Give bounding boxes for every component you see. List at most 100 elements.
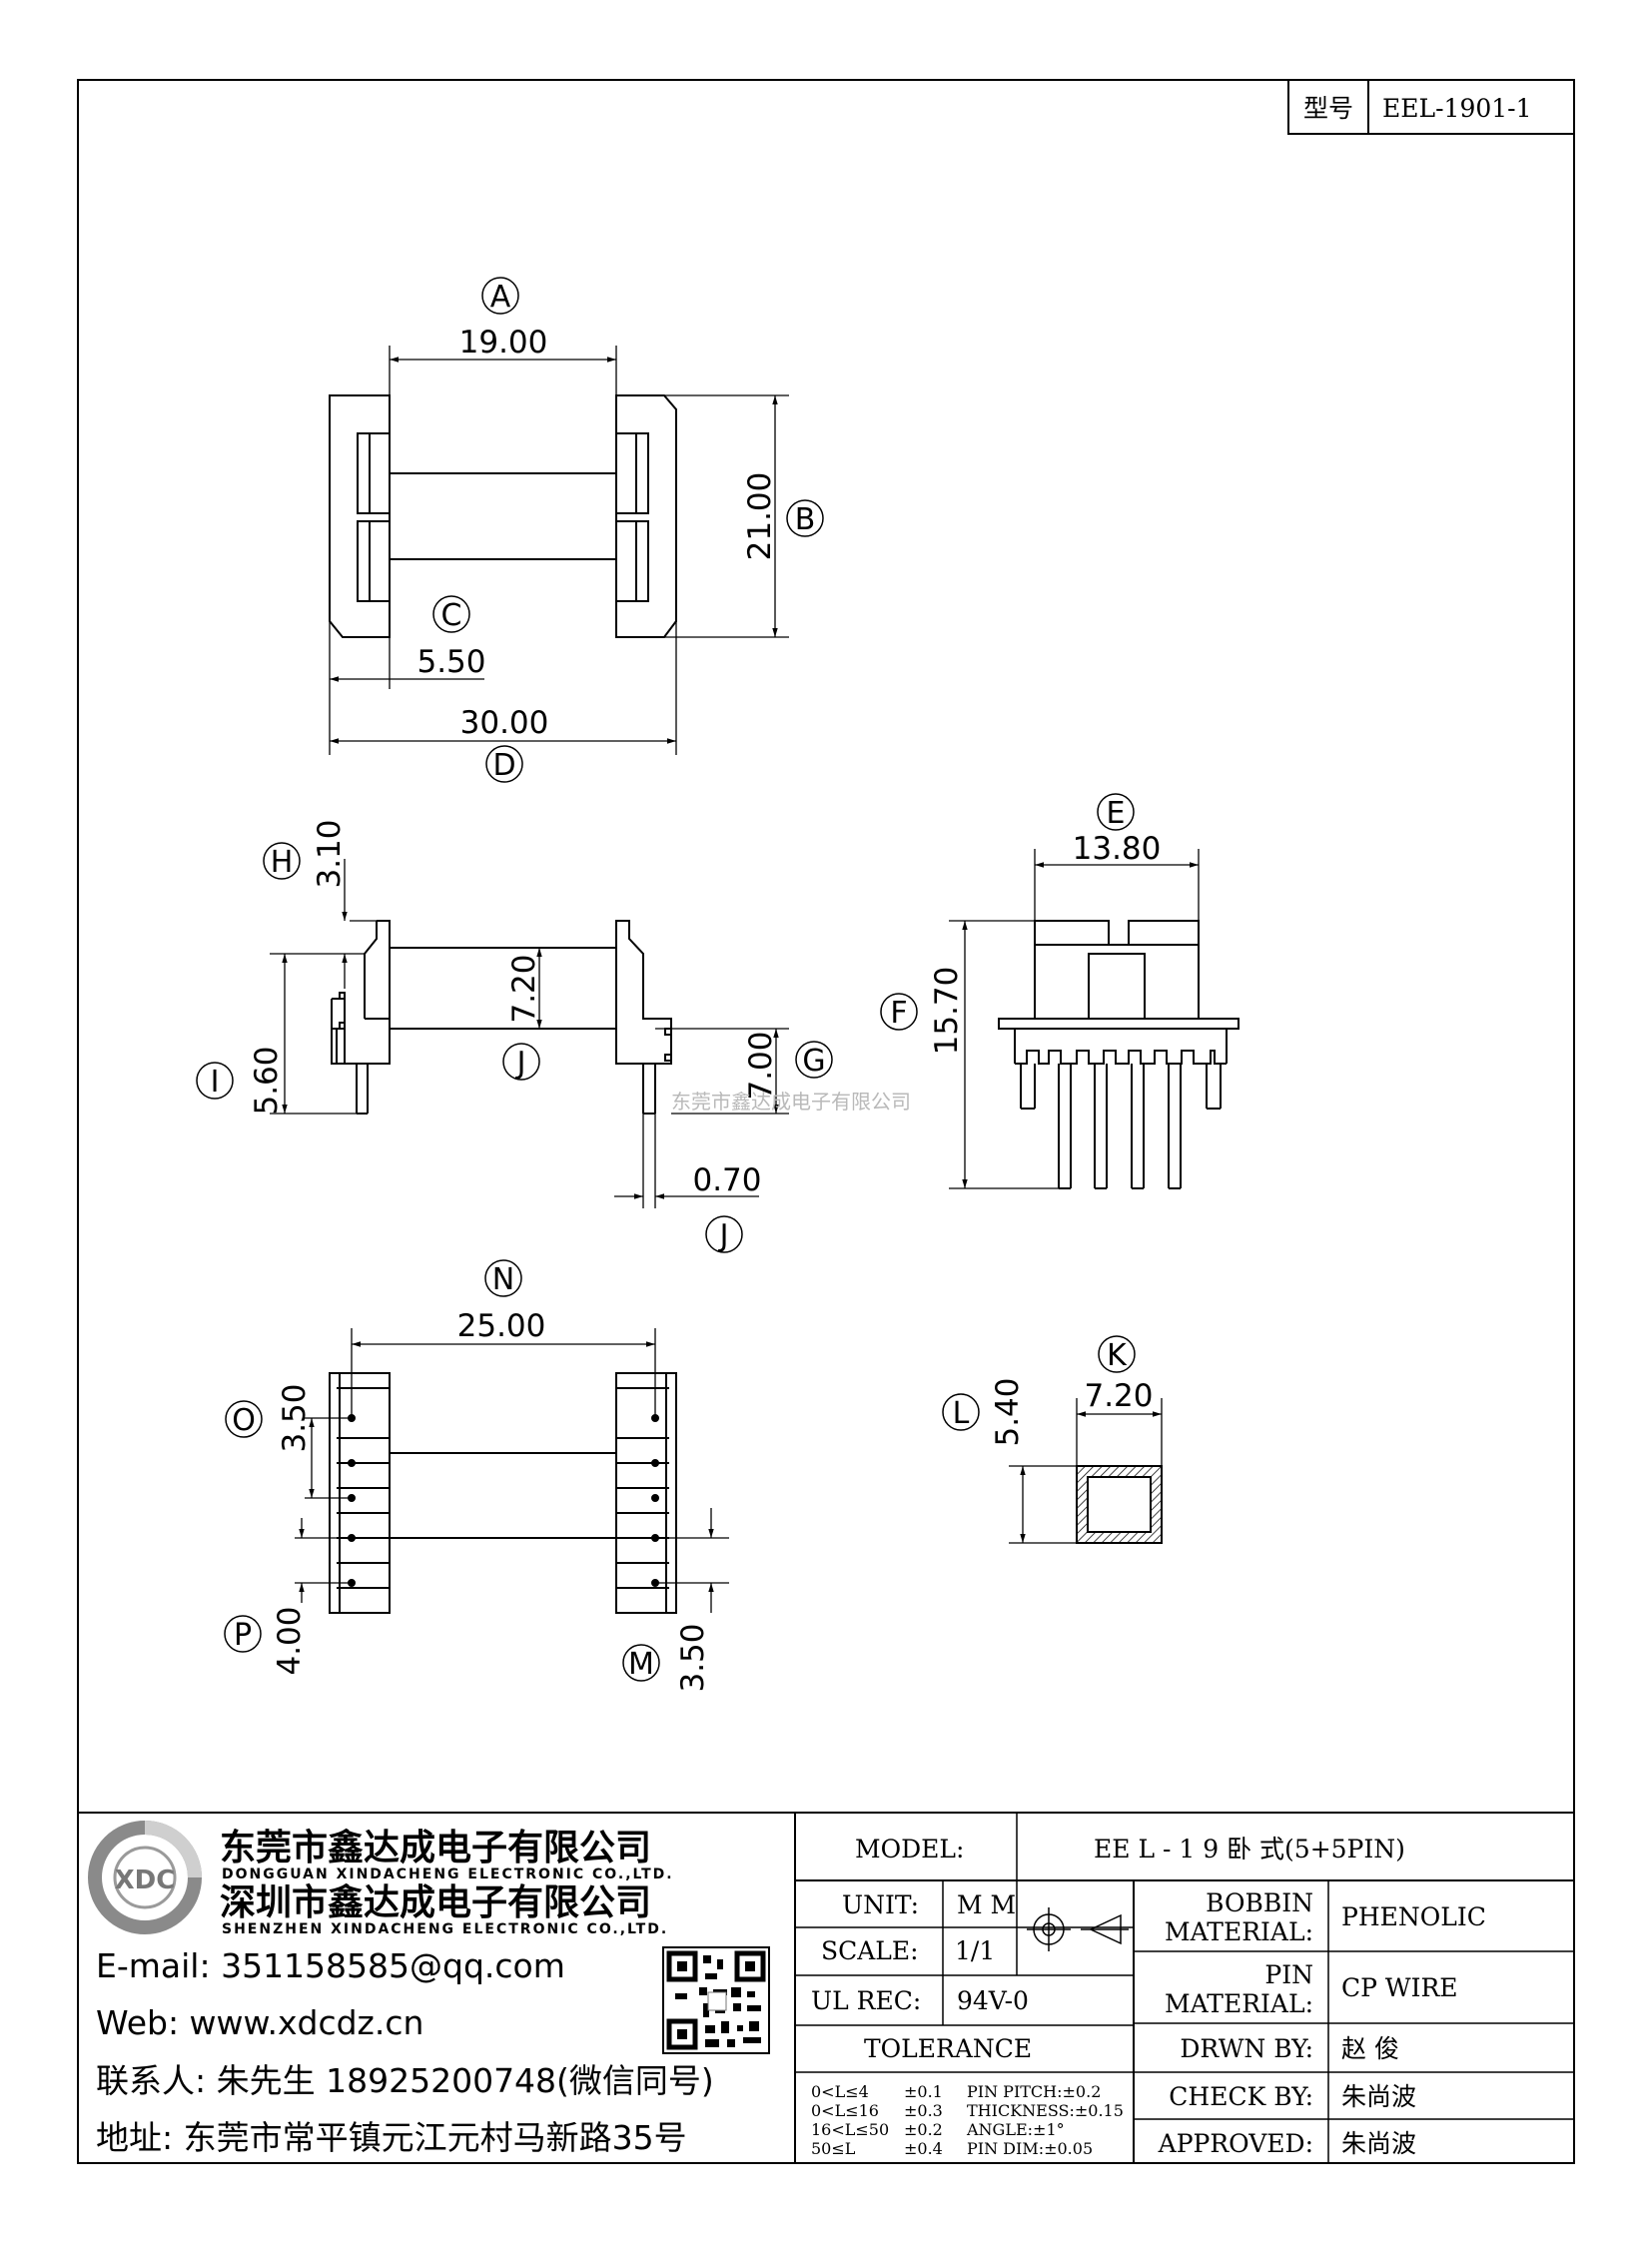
- dim-O: O 3.50: [225, 1383, 313, 1453]
- svg-text:M: M: [628, 1647, 654, 1682]
- bottom-view: [295, 1328, 729, 1614]
- svg-text:0.70: 0.70: [692, 1162, 761, 1198]
- dim-D: D 30.00: [460, 705, 549, 783]
- ulrec-label: UL REC:: [811, 1986, 921, 2015]
- svg-text:PIN PITCH:±0.2: PIN PITCH:±0.2: [967, 2082, 1101, 2101]
- svg-text:XDC: XDC: [115, 1866, 176, 1895]
- svg-text:25.00: 25.00: [457, 1308, 546, 1344]
- title-block: [78, 1812, 1574, 2163]
- svg-text:ANGLE:±1°: ANGLE:±1°: [966, 2120, 1065, 2139]
- qr-code: [662, 1946, 770, 2054]
- svg-text:±0.2: ±0.2: [904, 2120, 943, 2139]
- svg-text:D: D: [492, 748, 515, 783]
- svg-text:B: B: [795, 502, 816, 537]
- svg-text:J: J: [515, 1046, 526, 1081]
- svg-text:7.20: 7.20: [506, 954, 542, 1023]
- svg-text:PIN DIM:±0.05: PIN DIM:±0.05: [967, 2139, 1093, 2158]
- svg-text:19.00: 19.00: [459, 325, 548, 361]
- dim-B: B 21.00: [742, 472, 824, 561]
- svg-text:21.00: 21.00: [742, 472, 778, 561]
- top-view: [329, 346, 789, 755]
- svg-text:N: N: [492, 1262, 514, 1297]
- svg-text:3.10: 3.10: [312, 819, 348, 888]
- svg-text:P: P: [234, 1618, 252, 1653]
- dim-C: C 5.50: [416, 595, 486, 680]
- dim-I: I 5.60: [196, 1046, 285, 1116]
- svg-text:5.60: 5.60: [249, 1046, 285, 1115]
- drwn-value: 赵 俊: [1341, 2034, 1399, 2063]
- pin-label-2: MATERIAL:: [1165, 1989, 1313, 2018]
- check-label: CHECK BY:: [1169, 2082, 1313, 2111]
- svg-text:3.50: 3.50: [675, 1623, 711, 1692]
- svg-text:C: C: [441, 598, 462, 633]
- dim-H: H 3.10: [263, 819, 348, 889]
- svg-text:A: A: [490, 280, 511, 315]
- dim-A: A 19.00: [459, 277, 548, 361]
- svg-text:THICKNESS:±0.15: THICKNESS:±0.15: [967, 2101, 1124, 2120]
- dim-J1: J 7.20: [502, 954, 542, 1081]
- svg-text:F: F: [890, 996, 907, 1031]
- tolerance-label: TOLERANCE: [864, 2034, 1032, 2063]
- dim-P: P 4.00: [224, 1606, 308, 1676]
- header-model-label: 型号: [1303, 94, 1353, 123]
- svg-text:I: I: [211, 1065, 220, 1100]
- company-name-cn-1: 东莞市鑫达成电子有限公司: [220, 1828, 651, 1868]
- title-block-text: MODEL: EE L - 1 9 卧 式(5+5PIN) UNIT: M M …: [811, 1835, 1486, 2158]
- svg-text:H: H: [271, 845, 294, 880]
- dim-J2: J 0.70: [692, 1162, 761, 1253]
- svg-text:3.50: 3.50: [277, 1383, 313, 1452]
- svg-text:O: O: [232, 1403, 256, 1438]
- dim-E: E 13.80: [1073, 793, 1162, 867]
- ulrec-value: 94V-0: [957, 1986, 1029, 2015]
- check-value: 朱尚波: [1341, 2082, 1416, 2111]
- approved-value: 朱尚波: [1341, 2129, 1416, 2158]
- dim-G: G 7.00: [743, 1031, 833, 1101]
- svg-text:5.50: 5.50: [416, 644, 485, 680]
- company-name-cn-2: 深圳市鑫达成电子有限公司: [220, 1882, 651, 1923]
- dim-L: L 5.40: [942, 1377, 1026, 1447]
- svg-text:16<L≤50: 16<L≤50: [811, 2120, 889, 2139]
- svg-text:±0.1: ±0.1: [904, 2082, 943, 2101]
- unit-label: UNIT:: [842, 1890, 919, 1919]
- approved-label: APPROVED:: [1158, 2129, 1313, 2158]
- model-value: EE L - 1 9 卧 式(5+5PIN): [1094, 1835, 1405, 1864]
- views: [270, 346, 1239, 1614]
- svg-text:13.80: 13.80: [1073, 831, 1162, 867]
- company-email: E-mail: 351158585@qq.com: [96, 1946, 565, 1985]
- front-view: [270, 859, 789, 1208]
- company-web: Web: www.xdcdz.cn: [96, 2003, 423, 2042]
- svg-text:±0.3: ±0.3: [904, 2101, 943, 2120]
- scale-label: SCALE:: [821, 1936, 919, 1965]
- svg-text:30.00: 30.00: [460, 705, 549, 741]
- svg-text:5.40: 5.40: [990, 1377, 1026, 1446]
- svg-text:7.20: 7.20: [1084, 1378, 1153, 1414]
- sheet-border: [77, 79, 1575, 2164]
- svg-text:G: G: [802, 1044, 825, 1079]
- svg-text:±0.4: ±0.4: [904, 2139, 943, 2158]
- svg-text:7.00: 7.00: [743, 1031, 779, 1100]
- svg-text:L: L: [953, 1396, 970, 1431]
- watermark: 东莞市鑫达成电子有限公司: [671, 1090, 911, 1114]
- bobbin-label-2: MATERIAL:: [1165, 1917, 1313, 1946]
- svg-text:50≤L: 50≤L: [811, 2139, 856, 2158]
- svg-text:4.00: 4.00: [272, 1606, 308, 1675]
- dim-N: N 25.00: [457, 1259, 546, 1344]
- pin-value: CP WIRE: [1341, 1973, 1458, 2002]
- svg-text:15.70: 15.70: [929, 967, 965, 1056]
- company-name-en-2: SHENZHEN XINDACHENG ELECTRONIC CO.,LTD.: [222, 1921, 668, 1937]
- drwn-label: DRWN BY:: [1180, 2034, 1313, 2063]
- pin-label-1: PIN: [1264, 1960, 1313, 1989]
- svg-text:K: K: [1107, 1338, 1128, 1373]
- company-block: XDC 东莞市鑫达成电子有限公司 DONGGUAN XINDACHENG ELE…: [88, 1821, 770, 2157]
- dim-K: K 7.20: [1084, 1335, 1154, 1414]
- header-model-box: 型号 EEL-1901-1: [1287, 79, 1575, 135]
- unit-value: M M: [957, 1890, 1016, 1919]
- side-view: [949, 849, 1239, 1189]
- model-label: MODEL:: [855, 1835, 964, 1864]
- company-contact: 联系人: 朱先生 18925200748(微信同号): [96, 2061, 714, 2100]
- header-model-value: EEL-1901-1: [1382, 94, 1532, 123]
- company-address: 地址: 东莞市常平镇元江元村马新路35号: [96, 2118, 687, 2157]
- scale-value: 1/1: [955, 1936, 995, 1965]
- projection-symbol: [1027, 1907, 1129, 1951]
